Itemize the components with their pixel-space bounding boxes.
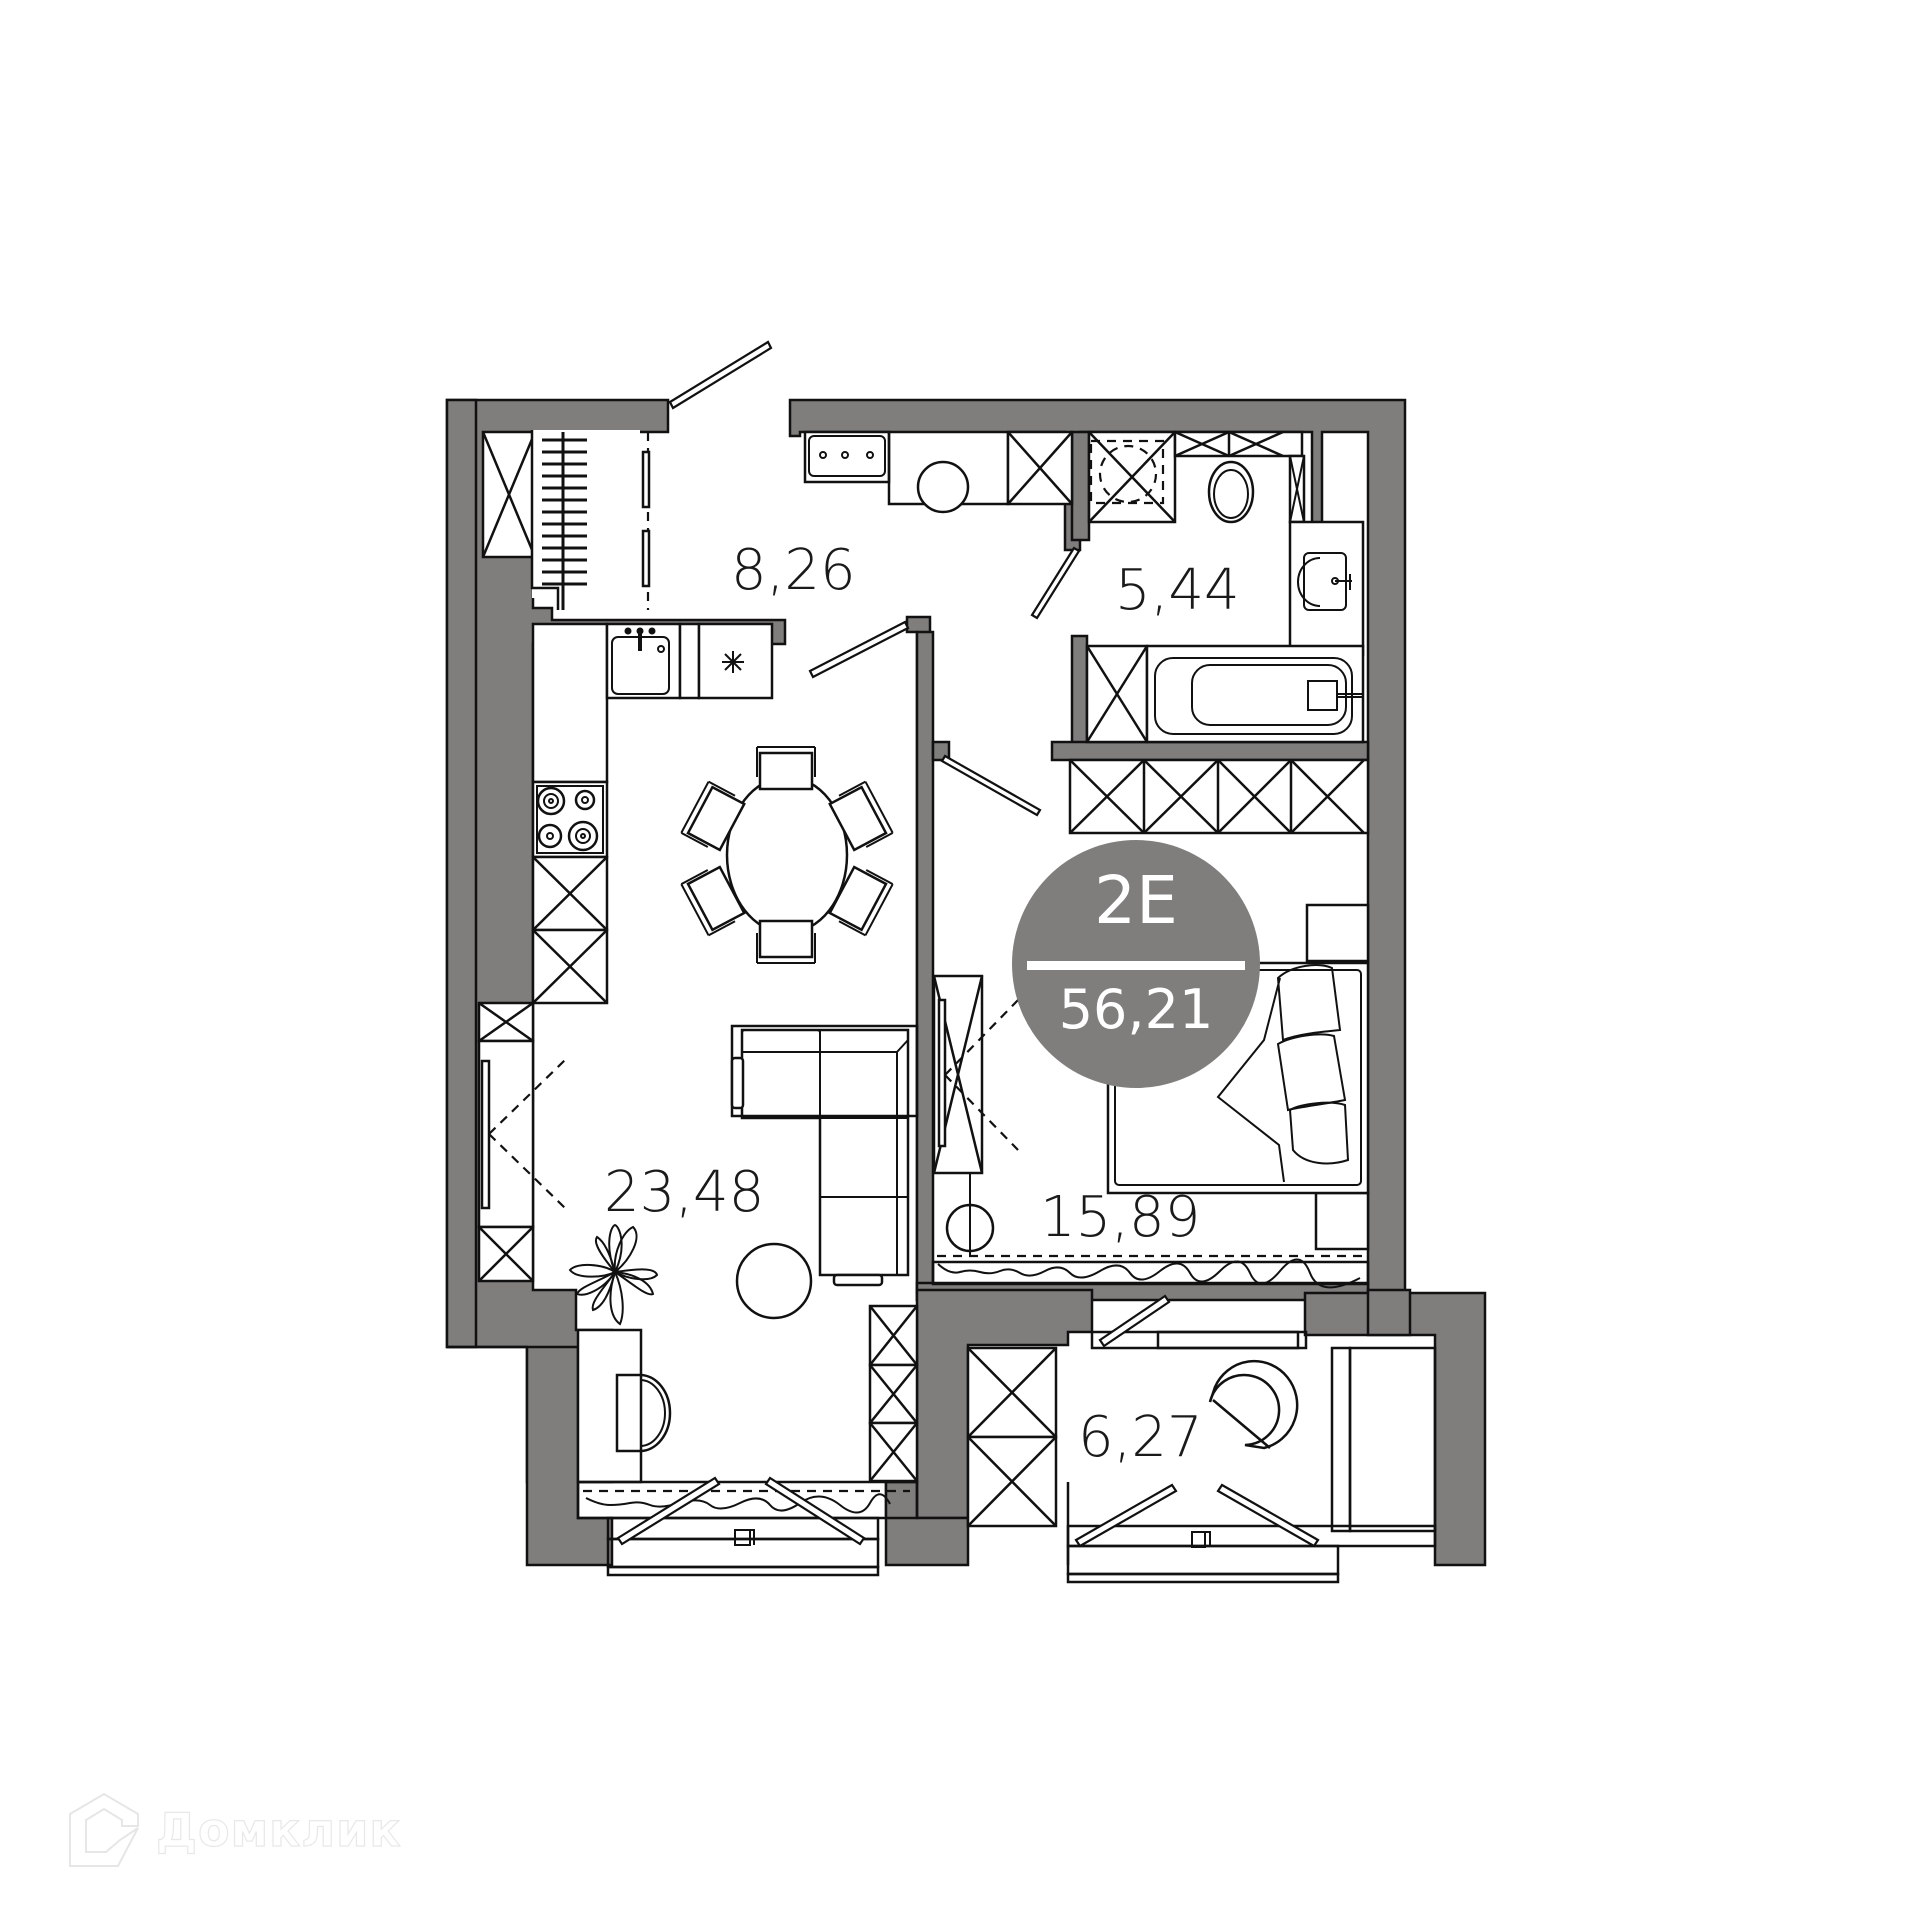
room-area-hallway: 8,26 <box>731 538 856 603</box>
room-area-kitchen-living: 23,48 <box>604 1160 765 1225</box>
unit-total-area: 56,21 <box>1058 978 1214 1041</box>
house-logo-icon <box>69 1792 139 1867</box>
watermark: Домклик <box>66 1790 402 1870</box>
bathroom-fixtures <box>1085 430 1365 744</box>
watermark-text: Домклик <box>155 1802 402 1857</box>
balcony-furniture <box>966 1346 1437 1584</box>
hallway-furniture <box>481 340 1081 817</box>
unit-type: 2E <box>1094 862 1178 939</box>
badge-divider <box>1027 961 1245 970</box>
kitchen-living-furniture <box>477 622 919 1577</box>
room-area-bathroom: 5,44 <box>1115 558 1240 623</box>
room-area-bedroom: 15,89 <box>1040 1185 1201 1250</box>
dining-chair-group <box>680 746 894 964</box>
unit-badge: 2E 56,21 <box>1012 840 1260 1088</box>
plant-icon <box>568 1223 659 1326</box>
room-area-balcony: 6,27 <box>1078 1405 1203 1470</box>
